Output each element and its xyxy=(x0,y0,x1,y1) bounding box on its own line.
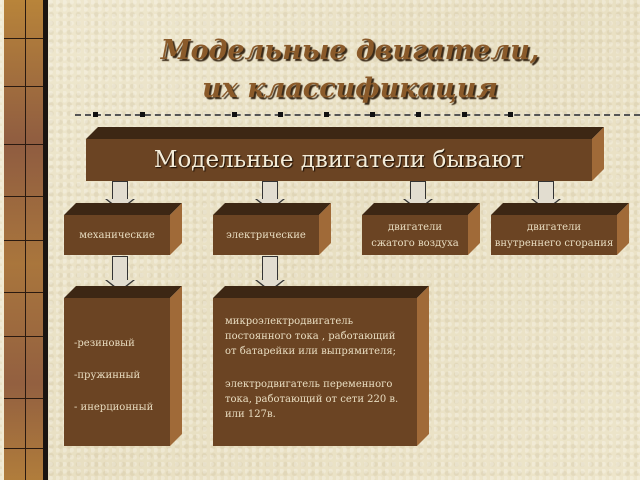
divider-dot xyxy=(278,112,283,117)
category-label: электрические xyxy=(226,230,306,241)
electric-para1-line: от батарейки или выпрямителя; xyxy=(225,346,397,357)
sidebar-border xyxy=(45,0,48,480)
category-label-line2: сжатого воздуха xyxy=(371,238,459,249)
electric-para2-line: электродвигатель переменного xyxy=(225,379,393,390)
mechanical-item: -пружинный xyxy=(74,370,141,381)
decorative-sidebar xyxy=(2,0,45,480)
mechanical-item: - инерционный xyxy=(74,402,154,413)
slide-title: Модельные двигатели, их классификация xyxy=(140,32,560,108)
electric-para1-line: микроэлектродвигатель xyxy=(225,316,354,327)
mechanical-item: -резиновый xyxy=(74,338,135,349)
root-label: Модельные двигатели бывают xyxy=(153,147,525,173)
electric-para2-line: тока, работающий от сети 220 в. xyxy=(225,394,399,405)
category-label: механические xyxy=(79,230,155,241)
category-compressed-air: двигатели сжатого воздуха xyxy=(362,215,468,255)
title-divider xyxy=(75,114,640,116)
electric-para1: микроэлектродвигатель постоянного тока ,… xyxy=(225,314,396,359)
title-line-2: их классификация xyxy=(202,73,498,104)
mechanical-details-box: -резиновый -пружинный - инерционный xyxy=(64,298,170,446)
electric-para2: электродвигатель переменного тока, работ… xyxy=(225,377,398,422)
electric-para2-line: или 127в. xyxy=(225,409,276,420)
title-line-1: Модельные двигатели, xyxy=(160,35,540,66)
divider-dot xyxy=(232,112,237,117)
category-label-line1: двигатели xyxy=(526,222,582,233)
category-internal-combustion: двигатели внутреннего сгорания xyxy=(491,215,617,255)
electric-para1-line: постоянного тока , работающий xyxy=(225,331,396,342)
divider-dot xyxy=(370,112,375,117)
divider-dot xyxy=(140,112,145,117)
category-mechanical: механические xyxy=(64,215,170,255)
category-label-line1: двигатели xyxy=(387,222,443,233)
divider-dot xyxy=(93,112,98,117)
divider-dot xyxy=(416,112,421,117)
divider-dot xyxy=(508,112,513,117)
electric-details-box: микроэлектродвигатель постоянного тока ,… xyxy=(213,298,417,446)
root-box: Модельные двигатели бывают xyxy=(86,139,592,181)
divider-dot xyxy=(324,112,329,117)
divider-dot xyxy=(462,112,467,117)
category-electric: электрические xyxy=(213,215,319,255)
category-label-line2: внутреннего сгорания xyxy=(494,238,614,249)
